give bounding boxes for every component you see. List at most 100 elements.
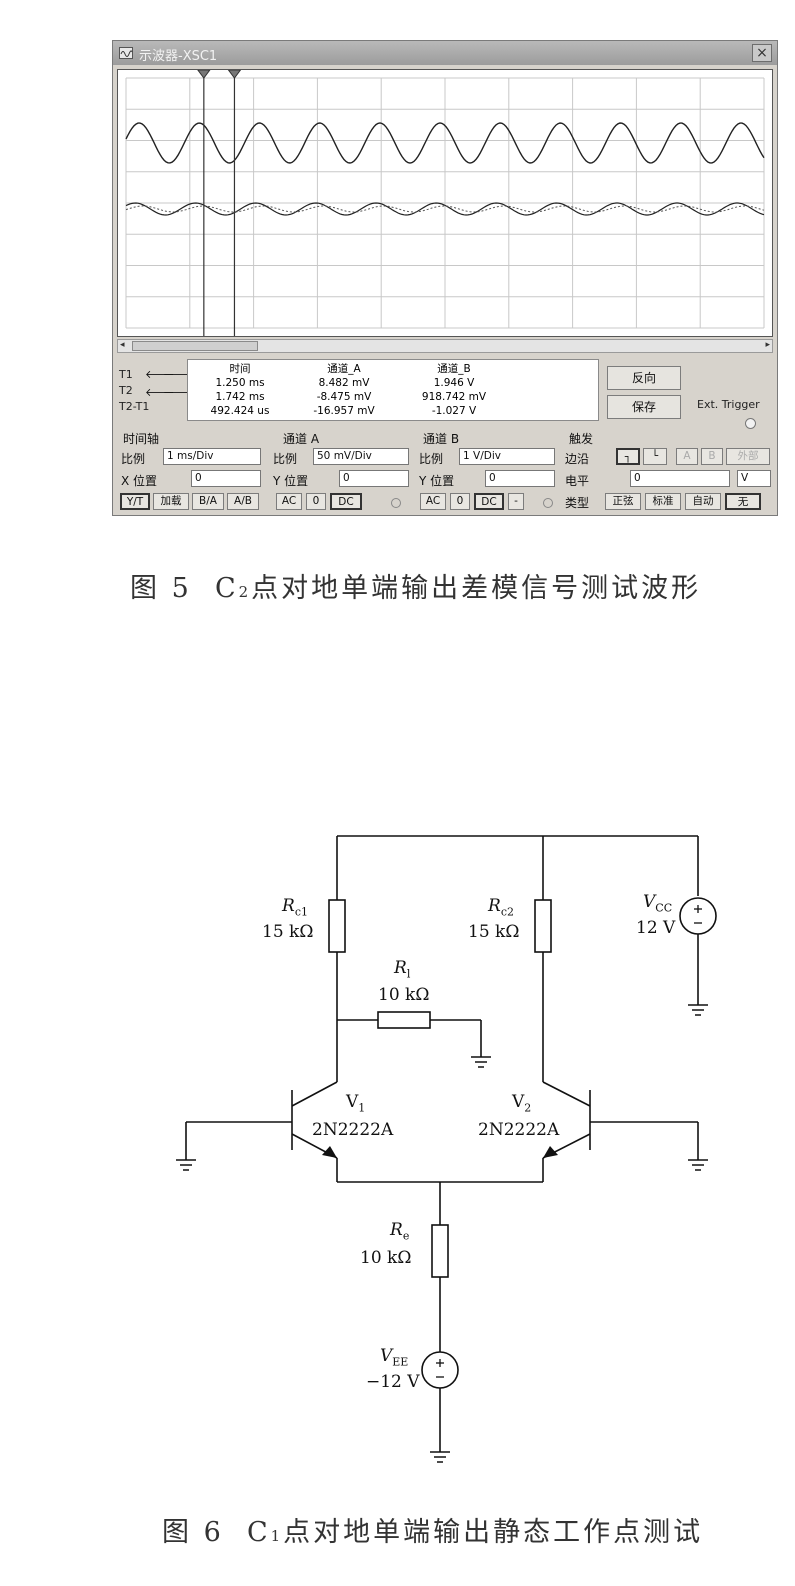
channel-a-column: 通道_A 8.482 mV -8.475 mV -16.957 mV	[288, 362, 400, 418]
t1-left-arrow-icon[interactable]: 🡐	[145, 368, 175, 381]
x-position-input[interactable]: 0	[191, 470, 261, 487]
falling-edge-icon[interactable]: └	[643, 448, 667, 465]
figure-5-c: C	[214, 573, 239, 604]
yt-mode-button[interactable]: Y/T	[120, 493, 150, 510]
figure-6-number: 图 6	[162, 1517, 224, 1548]
q2-collector	[542, 1081, 591, 1107]
scroll-left-icon[interactable]: ◂	[120, 340, 125, 350]
vcc-value: 12 V	[636, 918, 676, 938]
rc2-resistor	[534, 899, 552, 953]
v1-label: V1	[346, 1092, 366, 1115]
cursor-diff-label: T2-T1	[119, 400, 150, 413]
ab-mode-button[interactable]: A/B	[227, 493, 259, 510]
channel-b-radio[interactable]	[543, 498, 553, 508]
v1-part: 2N2222A	[312, 1120, 394, 1140]
t2-channel-a: -8.475 mV	[316, 391, 372, 403]
figure-5-subscript: 2	[238, 583, 252, 601]
timebase-scale-input[interactable]: 1 ms/Div	[163, 448, 261, 465]
trigger-source-ext[interactable]: 外部	[726, 448, 770, 465]
trigger-source-b[interactable]: B	[701, 448, 723, 465]
figure-6-c: C	[246, 1517, 271, 1548]
channel-a-scale-input[interactable]: 50 mV/Div	[313, 448, 409, 465]
ext-trigger-label: Ext. Trigger	[697, 398, 760, 411]
trigger-type-normal[interactable]: 标准	[645, 493, 681, 510]
channel-b-scale-input[interactable]: 1 V/Div	[459, 448, 555, 465]
trigger-level-unit[interactable]: V	[737, 470, 771, 487]
channel-b-title: 通道 B	[423, 432, 460, 446]
rl-label: Rl	[394, 958, 411, 981]
re-resistor	[431, 1224, 449, 1278]
channel-b-minus-button[interactable]: -	[508, 493, 524, 510]
header-time: 时间	[229, 363, 251, 375]
save-button[interactable]: 保存	[607, 395, 681, 419]
header-channel-b: 通道_B	[437, 363, 471, 375]
t2-right-arrow-icon[interactable]: 🡒	[163, 386, 193, 399]
channel-a-dc-button[interactable]: DC	[330, 493, 362, 510]
rc2-value: 15 kΩ	[468, 922, 520, 942]
channel-b-zero-button[interactable]: 0	[450, 493, 470, 510]
load-mode-button[interactable]: 加载	[153, 493, 189, 510]
channel-b-ac-button[interactable]: AC	[420, 493, 446, 510]
q2-base-ground-icon	[688, 1159, 708, 1171]
channel-b-dc-button[interactable]: DC	[474, 493, 504, 510]
trigger-level-input[interactable]: 0	[630, 470, 730, 487]
diff-time: 492.424 us	[210, 405, 270, 417]
rl-ground-icon	[471, 1056, 491, 1068]
cursor-t2-label: T2	[119, 384, 133, 397]
channel-b-scale-label: 比例	[419, 452, 444, 466]
rc1-resistor	[328, 899, 346, 953]
trigger-type-none[interactable]: 无	[725, 493, 761, 510]
trigger-edge-label: 边沿	[565, 452, 590, 466]
t1-channel-a: 8.482 mV	[318, 377, 370, 389]
rc1-label: Rc1	[282, 896, 308, 919]
t1-channel-b: 1.946 V	[433, 377, 475, 389]
cursor-2-marker-icon	[227, 69, 242, 79]
channel-a-ac-button[interactable]: AC	[276, 493, 302, 510]
t1-right-arrow-icon[interactable]: 🡒	[163, 368, 193, 381]
figure-5-caption: 图 5 C2点对地单端输出差模信号测试波形	[130, 566, 701, 605]
channel-a-zero-button[interactable]: 0	[306, 493, 326, 510]
vee-ground-icon	[430, 1451, 450, 1463]
timebase-title: 时间轴	[123, 432, 160, 446]
v2-part: 2N2222A	[478, 1120, 560, 1140]
trigger-type-auto[interactable]: 自动	[685, 493, 721, 510]
trigger-type-label: 类型	[565, 496, 590, 510]
channel-a-title: 通道 A	[283, 432, 320, 446]
channel-a-secondary-trace	[125, 205, 765, 213]
channel-a-radio[interactable]	[391, 498, 401, 508]
vee-value: −12 V	[366, 1372, 420, 1392]
q1-collector	[291, 1081, 338, 1107]
header-channel-a: 通道_A	[327, 363, 361, 375]
t2-channel-b: 918.742 mV	[421, 391, 487, 403]
scrollbar-thumb[interactable]	[132, 341, 258, 351]
diff-channel-b: -1.027 V	[431, 405, 477, 417]
rising-edge-icon[interactable]: ┐	[616, 448, 640, 465]
rl-value: 10 kΩ	[378, 985, 430, 1005]
scope-screen	[117, 69, 773, 337]
re-label: Re	[390, 1220, 410, 1243]
horizontal-scrollbar[interactable]: ◂ ▸	[117, 339, 773, 353]
timebase-scale-label: 比例	[121, 452, 146, 466]
reverse-button[interactable]: 反向	[607, 366, 681, 390]
ground-icons	[176, 1004, 708, 1463]
figure-6-subscript: 1	[270, 1527, 284, 1545]
cursor-t1-label: T1	[119, 368, 133, 381]
channel-a-ypos-input[interactable]: 0	[339, 470, 409, 487]
vee-label: VEE	[380, 1346, 409, 1369]
t2-left-arrow-icon[interactable]: 🡐	[145, 386, 175, 399]
close-button[interactable]: ×	[752, 44, 772, 62]
scroll-right-icon[interactable]: ▸	[765, 340, 770, 350]
trigger-source-a[interactable]: A	[676, 448, 698, 465]
v2-label: V2	[512, 1092, 532, 1115]
figure-5-number: 图 5	[130, 573, 192, 604]
diff-channel-a: -16.957 mV	[313, 405, 375, 417]
t2-time: 1.742 ms	[215, 391, 265, 403]
rc2-label: Rc2	[488, 896, 514, 919]
ext-trigger-radio[interactable]	[745, 418, 756, 429]
channel-b-ypos-input[interactable]: 0	[485, 470, 555, 487]
vcc-ground-icon	[688, 1004, 708, 1016]
trigger-type-sine[interactable]: 正弦	[605, 493, 641, 510]
circuit-schematic	[176, 835, 717, 1463]
figure-6-caption: 图 6 C1点对地单端输出静态工作点测试	[162, 1510, 703, 1549]
ba-mode-button[interactable]: B/A	[192, 493, 224, 510]
